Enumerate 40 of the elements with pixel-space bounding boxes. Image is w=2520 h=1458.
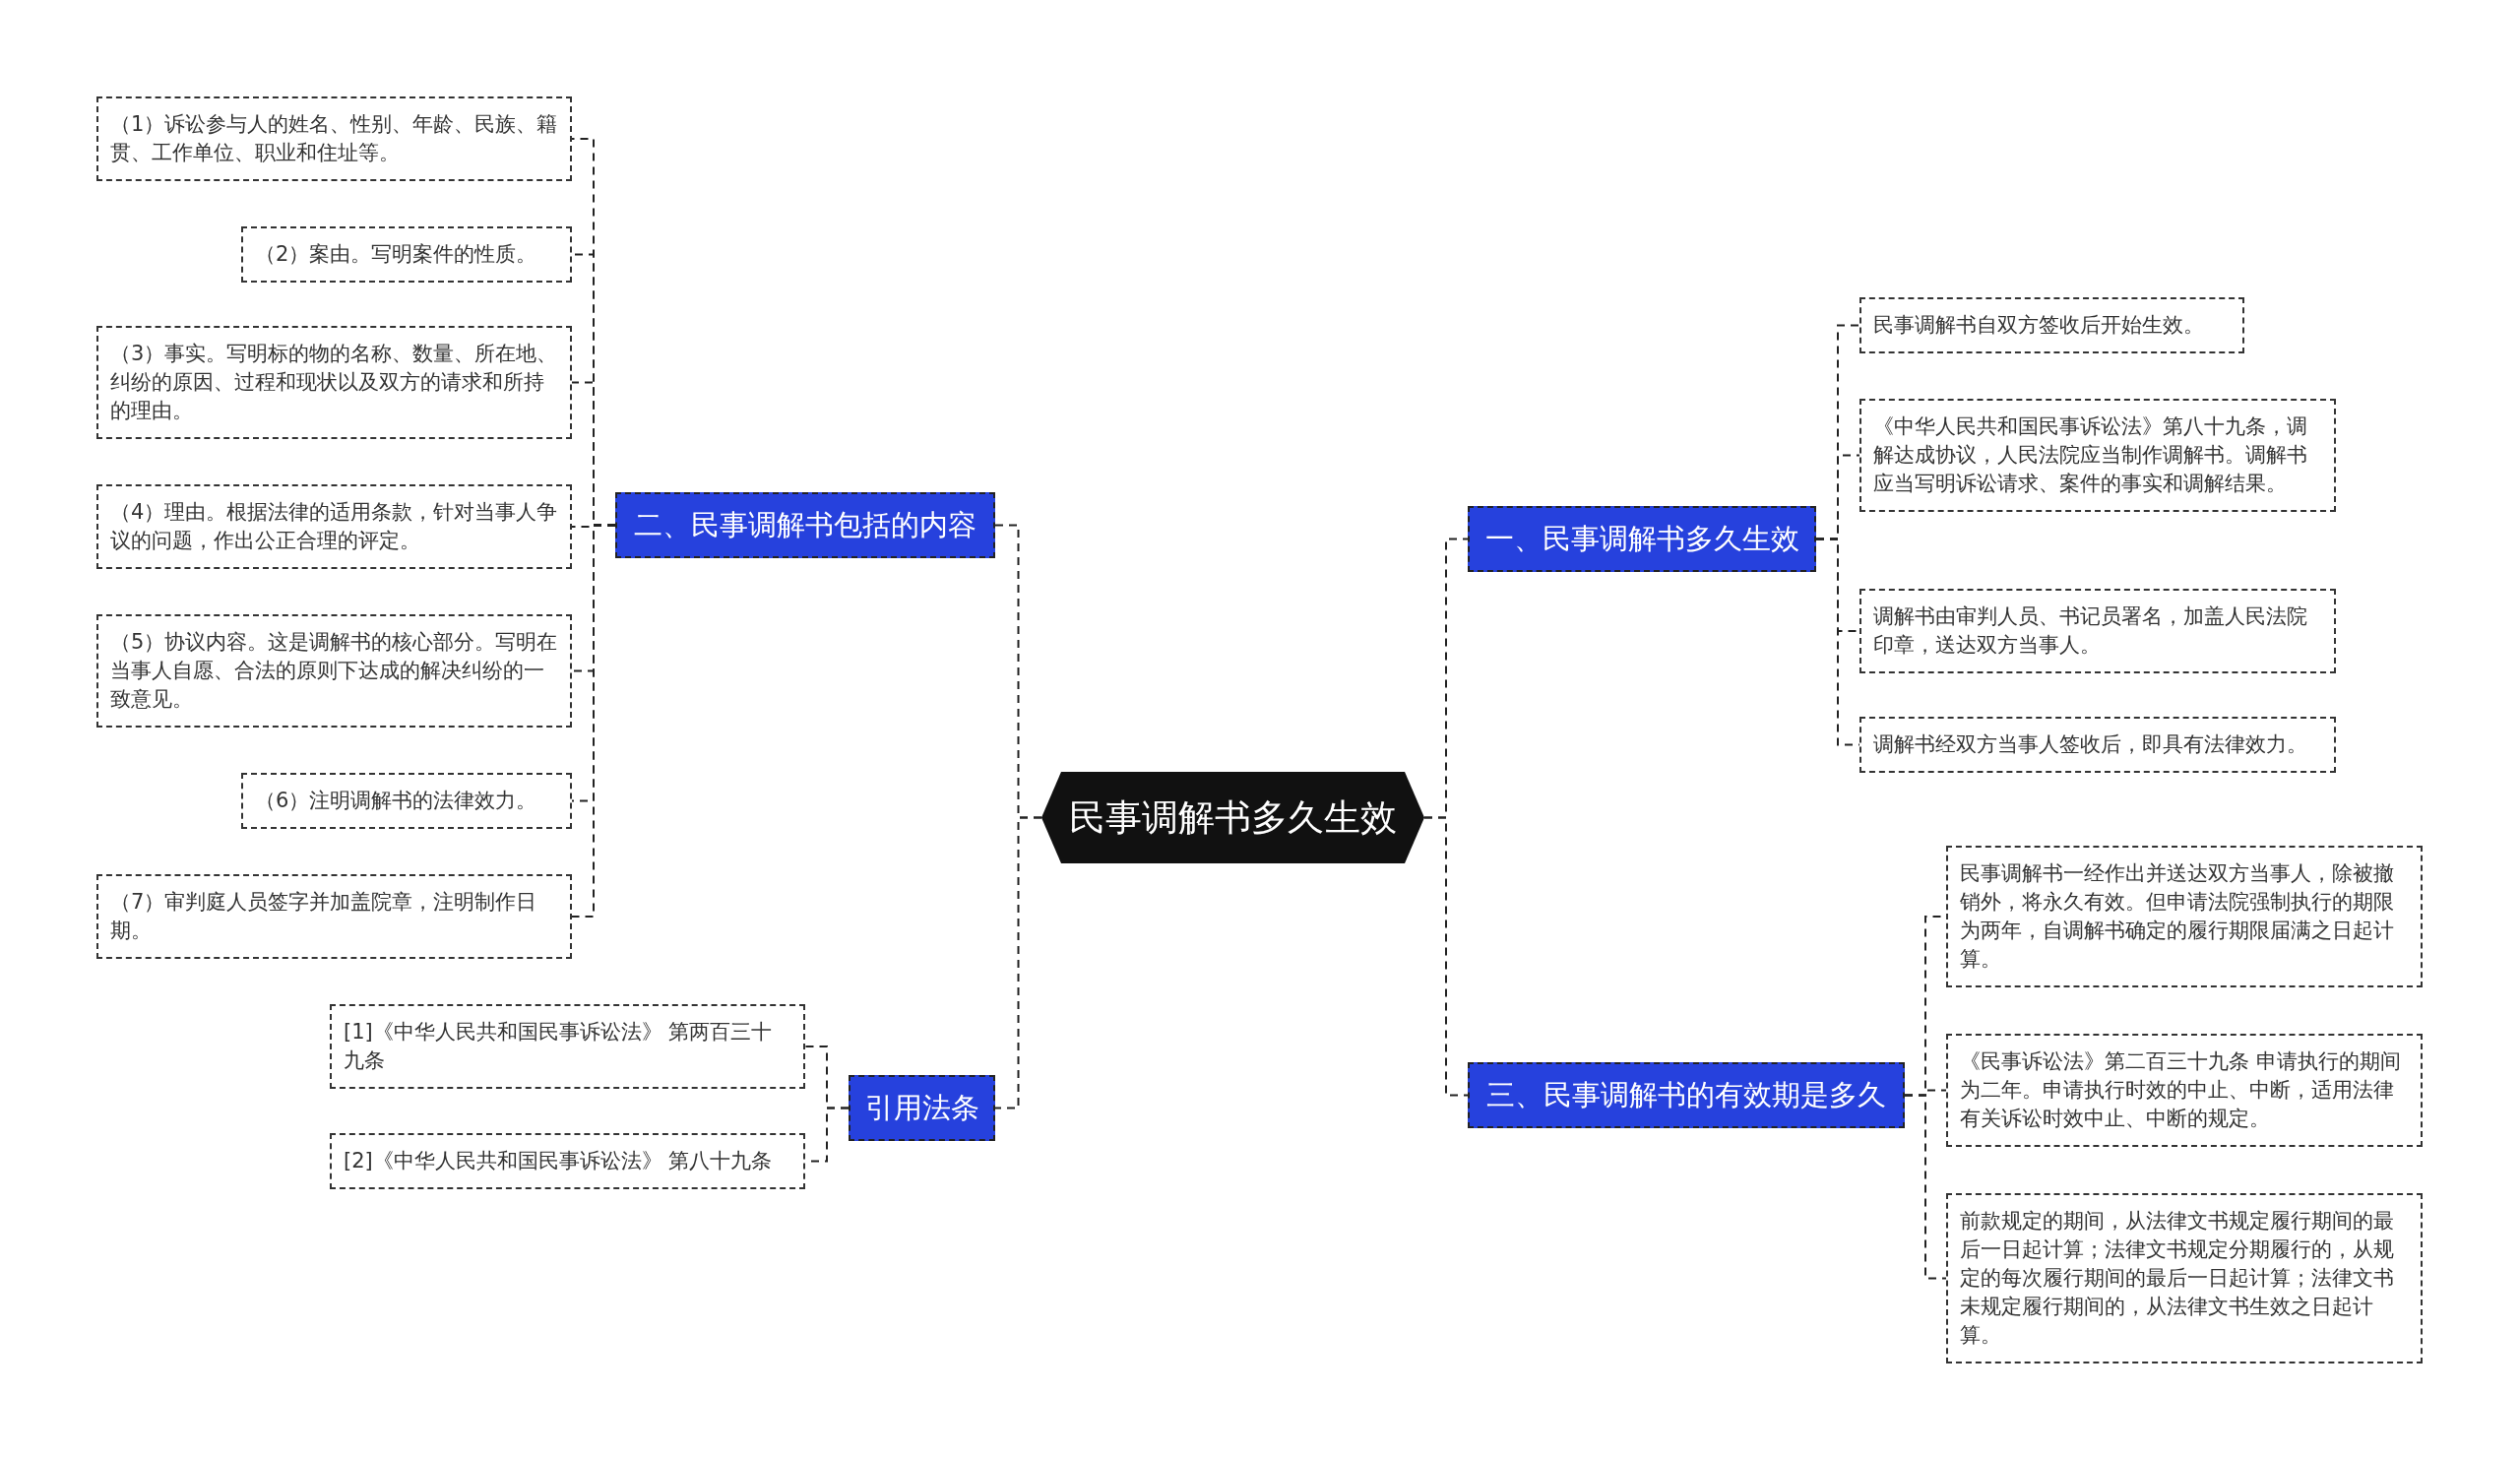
- leaf-text: 民事调解书一经作出并送达双方当事人，除被撤销外，将永久有效。但申请法院强制执行的期限为两年，自调解书确定的履行期限届满之日起计算。: [1960, 860, 2395, 973]
- text-box: [1859, 717, 2336, 773]
- text-box: [1946, 1193, 2423, 1363]
- text-box: [96, 96, 572, 181]
- text-box: [241, 226, 572, 283]
- text-box: [96, 614, 572, 728]
- leaf-text: （6）注明调解书的法律效力。: [255, 788, 538, 814]
- leaf-text: （5）协议内容。这是调解书的核心部分。写明在当事人自愿、合法的原则下达成的解决纠纷的一致意见。: [110, 629, 558, 713]
- branch-box: 二、民事调解书包括的内容: [615, 492, 995, 558]
- text-box: [1859, 297, 2244, 353]
- leaf-text: （1）诉讼参与人的姓名、性别、年龄、民族、籍贯、工作单位、职业和住址等。: [110, 111, 558, 166]
- branch-box: 一、民事调解书多久生效: [1468, 506, 1816, 572]
- leaf-text: （7）审判庭人员签字并加盖院章，注明制作日期。: [110, 889, 538, 944]
- text-box: [96, 326, 572, 439]
- connector-line: [1904, 1094, 1947, 1280]
- text-box: [1946, 846, 2423, 987]
- root-hexagon: 民事调解书多久生效: [1041, 772, 1424, 863]
- text-box: [1859, 399, 2336, 512]
- leaf-text: [1]《中华人民共和国民事诉讼法》 第两百三十九条: [344, 1019, 774, 1074]
- leaf-text: 前款规定的期间，从法律文书规定履行期间的最后一日起计算；法律文书规定分期履行的，从规定的每次履行期间的最后一日起计算；法律文书未规定履行期间的，从法律文书生效之日起计算。: [1960, 1208, 2395, 1349]
- text-box: [96, 874, 572, 959]
- leaf-text: 民事调解书自双方签收后开始生效。: [1873, 312, 2205, 339]
- text-box: [241, 773, 572, 829]
- text-box: [330, 1133, 805, 1189]
- leaf-text: 调解书由审判人员、书记员署名，加盖人民法院印章，送达双方当事人。: [1873, 603, 2308, 659]
- leaf-text: 调解书经双方当事人签收后，即具有法律效力。: [1873, 731, 2308, 758]
- leaf-text: （3）事实。写明标的物的名称、数量、所在地、纠纷的原因、过程和现状以及双方的请求和所持的理由。: [110, 341, 558, 424]
- leaf-text: 《民事诉讼法》第二百三十九条 申请执行的期间为二年。申请执行时效的中止、中断，适用法律有关诉讼时效中止、中断的规定。: [1960, 1048, 2402, 1132]
- connector-line: [994, 816, 1042, 1109]
- leaf-text: 《中华人民共和国民事诉讼法》第八十九条，调解达成协议，人民法院应当制作调解书。调解书应当写明诉讼请求、案件的事实和调解结果。: [1873, 413, 2308, 497]
- leaf-text: （2）案由。写明案件的性质。: [255, 241, 538, 268]
- text-box: [330, 1004, 805, 1089]
- text-box: [1946, 1034, 2423, 1147]
- branch-box: 引用法条: [849, 1075, 995, 1141]
- text-box: [96, 484, 572, 569]
- text-box: [1859, 589, 2336, 673]
- leaf-text: （4）理由。根据法律的适用条款，针对当事人争议的问题，作出公正合理的评定。: [110, 499, 558, 554]
- branch-box: 三、民事调解书的有效期是多久: [1468, 1062, 1905, 1128]
- connector-line: [1423, 816, 1469, 1097]
- leaf-text: [2]《中华人民共和国民事诉讼法》 第八十九条: [344, 1148, 774, 1174]
